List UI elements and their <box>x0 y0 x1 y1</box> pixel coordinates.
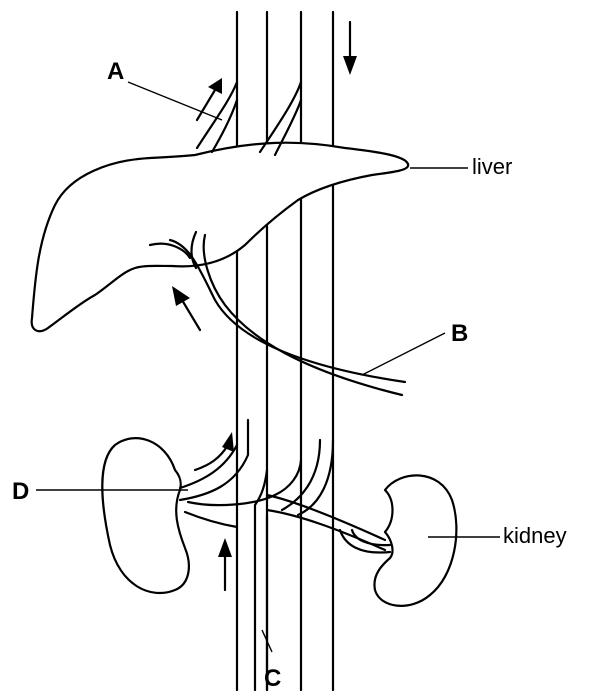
label-b: B <box>451 320 468 348</box>
label-d: D <box>12 478 29 506</box>
arrow-down-icon <box>343 56 357 75</box>
liver-shape <box>32 143 408 332</box>
arrow-up-icon <box>222 432 234 452</box>
label-kidney: kidney <box>503 523 567 549</box>
right-kidney <box>374 475 456 605</box>
label-c: C <box>264 665 281 693</box>
arrow-up-icon <box>172 286 190 306</box>
renal-vessels <box>180 420 390 690</box>
portal-vessel-b <box>150 232 405 395</box>
left-kidney <box>102 438 189 593</box>
label-a: A <box>107 58 124 86</box>
label-liver: liver <box>472 154 512 180</box>
arrow-up-icon <box>218 538 232 557</box>
